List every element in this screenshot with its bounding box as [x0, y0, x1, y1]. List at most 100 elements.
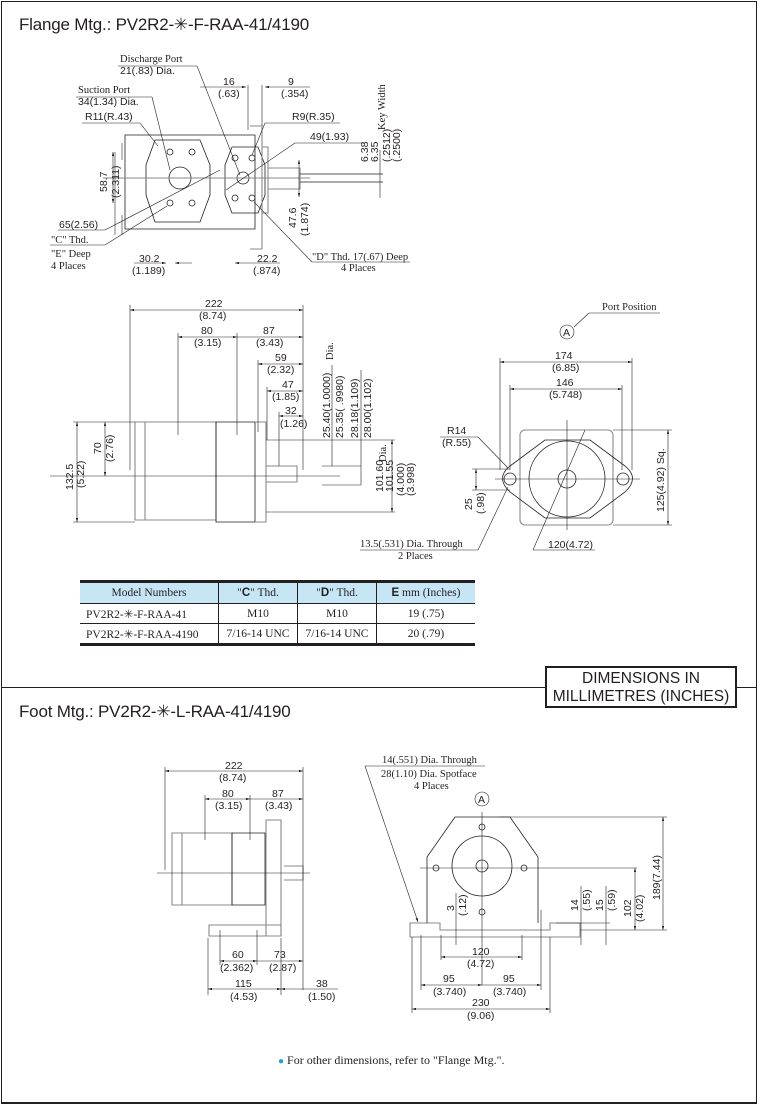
dim-87: 87: [263, 325, 275, 337]
foot-side-view: 222 (8.74) 80 (3.15) 87 (3.43) 60 (2.362…: [157, 760, 338, 1003]
dim-146: 146: [556, 377, 574, 389]
flange-plate: [255, 421, 267, 523]
dim-115-in: (4.53): [230, 991, 257, 1003]
thread-code-letter: C: [241, 587, 251, 599]
table-row: PV2R2-✳-F-RAA-41 M10 M10 19 (.75): [80, 603, 475, 624]
dim-87-in: (3.43): [265, 800, 292, 812]
dim-3-in: (.12): [457, 894, 469, 916]
bolt-hole: [231, 194, 239, 202]
dim-25-in: (.98): [475, 492, 487, 514]
bolt-hole: [188, 199, 196, 207]
dim-87: 87: [272, 788, 284, 800]
pilot-4-000: (4.000): [395, 463, 407, 496]
foot-base: [409, 922, 581, 938]
pump-body-front: [215, 421, 256, 523]
dim-189: 189(7.44): [651, 855, 663, 900]
section-divider: [1, 687, 546, 688]
col-c-thd: "C" Thd.: [218, 581, 298, 604]
suction-port-label: Suction Port: [78, 85, 130, 96]
dim-30-2-in: (1.189): [132, 265, 165, 277]
dim-95-right-in: (3.740): [493, 986, 526, 998]
section-divider-right: [737, 687, 757, 688]
dim-95-left: 95: [443, 973, 455, 985]
col-e-mm: E mm (Inches): [376, 581, 475, 604]
dim-87-in: (3.43): [256, 337, 283, 349]
dim-174: 174: [555, 350, 573, 362]
dim-102-in: (4.02): [634, 895, 646, 922]
dim-80: 80: [201, 325, 213, 337]
dim-60-in: (2.362): [220, 962, 253, 974]
pump-body-square: [519, 429, 614, 526]
units-note-line2: MILLIMETRES (INCHES): [552, 688, 730, 705]
shaft-28-18: 28.18(1.109): [349, 378, 361, 438]
cell-model: PV2R2-✳-F-RAA-4190: [80, 623, 219, 645]
holes-line1: 14(.551) Dia. Through: [382, 755, 478, 766]
shaft-25-35: 25.35( .9980): [334, 376, 346, 438]
dim-125-sq: 125(4.92) Sq.: [655, 448, 667, 512]
dim-22-2: 22.2: [257, 253, 278, 265]
dim-60: 60: [232, 949, 244, 961]
marker-a: A: [563, 327, 570, 339]
flange-section-title: Flange Mtg.: PV2R2-✳-F-RAA-41/4190: [19, 15, 309, 34]
dim-120: 120: [472, 946, 490, 958]
e-deep-label: "E" Deep: [51, 249, 91, 260]
dim-49: 49(1.93): [310, 131, 349, 143]
port-position-label: Port Position: [602, 302, 657, 313]
shaft-25-40: 25.40(1.0000): [321, 373, 333, 438]
key-width-label: Key Width: [377, 83, 388, 130]
discharge-cover-outline: [224, 146, 266, 214]
dim-58-7: 58.7: [98, 171, 110, 192]
col-model-numbers: Model Numbers: [80, 581, 219, 604]
discharge-port-dia: 21(.83) Dia.: [120, 65, 175, 77]
dim-132-5: 132.5: [64, 464, 76, 490]
holes-places: 2 Places: [398, 551, 433, 562]
marker-a: A: [478, 794, 485, 806]
pump-body-outline: [124, 134, 256, 230]
key-2512: (.2512): [381, 129, 393, 162]
dim-32-in: (1.26): [280, 418, 307, 430]
dim-30-2: 30.2: [139, 253, 160, 265]
holes-line3: 4 Places: [414, 781, 449, 792]
port-position-marker: [559, 324, 575, 340]
bullet-icon: ●: [278, 1056, 285, 1067]
dim-47-6-in: (1.874): [299, 203, 311, 236]
dim-222-in: (8.74): [219, 772, 246, 784]
dim-14: 14: [569, 899, 581, 911]
thread-code-letter: D: [320, 587, 330, 599]
dim-15-in: (.59): [606, 889, 618, 911]
pilot-dia-label: Dia.: [378, 444, 389, 462]
foot-base: [208, 924, 282, 937]
bolt-hole: [188, 148, 196, 156]
dim-115: 115: [235, 978, 252, 990]
table-row: PV2R2-✳-F-RAA-4190 7/16-14 UNC 7/16-14 U…: [80, 623, 475, 645]
dim-132-5-in: (5.22): [75, 461, 87, 488]
foot-note-text: For other dimensions, refer to "Flange M…: [287, 1053, 505, 1067]
dim-25: 25: [463, 498, 475, 510]
flange-side-view: 222 (8.74) 80 (3.15) 87 (3.43) 59 (2.32)…: [50, 298, 417, 523]
key-6-38: 6.38: [359, 141, 371, 162]
flange-front-view: Discharge Port 21(.83) Dia. Suction Port…: [50, 54, 410, 277]
dim-r11: R11(R.43): [85, 111, 133, 123]
bolt-hole: [166, 148, 174, 156]
pilot-101-55: 101.55: [384, 460, 396, 492]
dim-38: 38: [316, 978, 328, 990]
shaft: [266, 465, 298, 483]
dim-59: 59: [275, 352, 287, 364]
dim-16-in: (.63): [218, 88, 240, 100]
dim-65: 65(2.56): [59, 219, 98, 231]
dim-16: 16: [223, 76, 235, 88]
dim-9: 9: [288, 76, 294, 88]
units-note-line1: DIMENSIONS IN: [582, 670, 700, 687]
shaft-28-00: 28.00(1.102): [362, 378, 374, 438]
bolt-hole: [248, 194, 256, 202]
dim-47: 47: [282, 379, 294, 391]
pilot-3-998: (3.998): [405, 463, 417, 496]
holes-label: 13.5(.531) Dia. Through: [360, 539, 463, 550]
cell-e: 20 (.79): [376, 623, 475, 645]
d-four-places: 4 Places: [341, 263, 376, 274]
dim-102: 102: [622, 899, 634, 917]
units-note-box: DIMENSIONS IN MILLIMETRES (INCHES): [545, 666, 737, 708]
dim-73: 73: [274, 949, 286, 961]
